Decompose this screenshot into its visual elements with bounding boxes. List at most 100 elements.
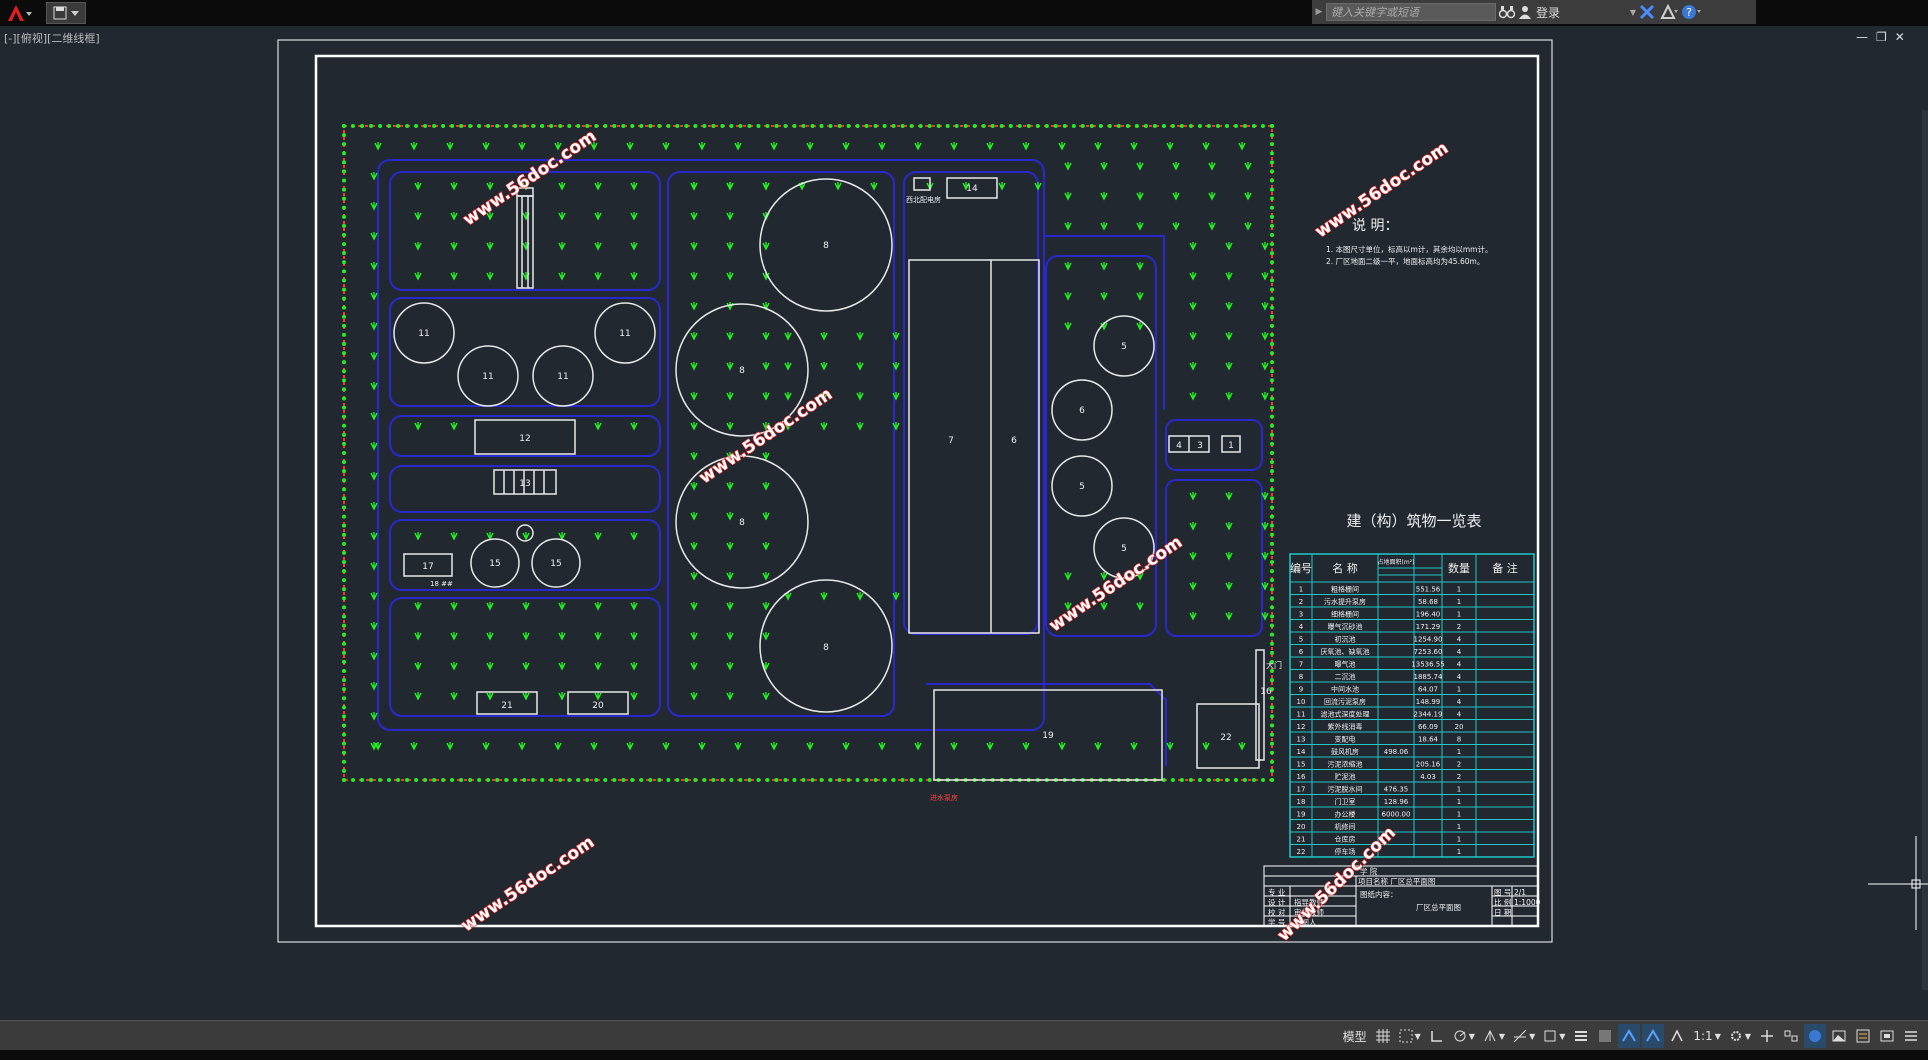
tree-mark (1136, 162, 1144, 171)
tree-mark (630, 182, 638, 191)
plus-icon[interactable] (1756, 1024, 1778, 1048)
tree-mark (370, 262, 378, 271)
greenery-dot (1270, 578, 1274, 583)
login-button[interactable]: 登录 ▼ (1518, 4, 1636, 21)
tree-mark (1225, 522, 1233, 531)
greenery-dot (711, 124, 716, 128)
clean-screen-icon[interactable] (1876, 1024, 1898, 1048)
units-icon[interactable] (1780, 1024, 1802, 1048)
help-icon[interactable]: ? (1680, 0, 1702, 24)
ortho-icon[interactable] (1426, 1024, 1448, 1048)
gear-icon[interactable]: ▼ (1726, 1024, 1754, 1048)
greenery-dot (1270, 405, 1274, 410)
application-menu-button[interactable] (2, 2, 36, 24)
tree-mark (1225, 362, 1233, 371)
greenery-dot (342, 342, 346, 346)
lineweight-icon[interactable] (1570, 1024, 1592, 1048)
tree-mark (1130, 142, 1138, 151)
tree-mark (558, 532, 566, 541)
greenery-dot (1152, 124, 1157, 128)
tree-mark (690, 392, 698, 401)
greenery-dot (342, 287, 346, 292)
greenery-dot (1270, 659, 1274, 664)
greenery-dot (342, 723, 346, 728)
greenery-dot (558, 778, 563, 782)
hardware-acceleration-icon[interactable] (1804, 1024, 1826, 1048)
table-cell: 鼓风机房 (1331, 747, 1359, 756)
table-cell: 曝气沉砂池 (1328, 622, 1363, 631)
tank-5-d (1093, 517, 1155, 579)
greenery-dot (432, 124, 437, 128)
tank-11-b (457, 345, 519, 407)
tree-mark (450, 532, 458, 541)
search-input[interactable] (1326, 3, 1496, 21)
expand-arrow-icon[interactable]: ▶ (1315, 7, 1323, 17)
table-title: 建（构）筑物一览表 (1346, 512, 1481, 530)
greenery-dot (342, 469, 346, 474)
sheet-label: 图 号 (1494, 888, 1511, 897)
greenery-dot (1270, 187, 1274, 192)
greenery-dot (810, 124, 815, 128)
tree-mark (1189, 392, 1197, 401)
minimize-icon[interactable]: — (1856, 30, 1868, 44)
tree-mark (370, 502, 378, 511)
restore-icon[interactable]: ❐ (1876, 30, 1887, 44)
greenery-dot (756, 778, 761, 782)
greenery-dot (981, 124, 986, 128)
polar-tracking-icon[interactable]: ▼ (1450, 1024, 1478, 1048)
tree-mark (1225, 302, 1233, 311)
greenery-dot (1215, 778, 1220, 782)
tree-mark (450, 692, 458, 701)
close-icon[interactable]: ✕ (1894, 30, 1905, 44)
quick-access-toolbar[interactable] (46, 2, 86, 24)
greenery-dot (729, 778, 734, 782)
tree-mark (370, 532, 378, 541)
building-17 (403, 553, 453, 577)
tree-mark (486, 602, 494, 611)
annotation-visibility-icon[interactable] (1618, 1024, 1641, 1048)
chevron-down-icon (71, 11, 79, 16)
quick-properties-icon[interactable] (1852, 1024, 1874, 1048)
taskbar-strip (0, 1050, 1928, 1060)
tree-mark (878, 742, 886, 751)
tree-mark (1136, 262, 1144, 271)
exchange-icon[interactable] (1636, 0, 1658, 24)
vertical-scrollbar[interactable] (1922, 110, 1928, 990)
snap-icon[interactable]: ▼ (1396, 1024, 1424, 1048)
greenery-dot (342, 196, 346, 201)
tree-mark (784, 392, 792, 401)
tree-mark (630, 212, 638, 221)
viewport-controls[interactable]: [-][俯视][二维线框] (4, 32, 100, 45)
grid-icon[interactable] (1372, 1024, 1394, 1048)
greenery-dot (828, 124, 833, 128)
transparency-icon[interactable] (1594, 1024, 1616, 1048)
greenery-dot (918, 778, 923, 782)
tree-mark (726, 602, 734, 611)
tank-15-b (531, 538, 581, 588)
greenery-dot (342, 596, 346, 601)
binoculars-icon[interactable] (1496, 0, 1518, 24)
greenery-dot (1270, 296, 1274, 301)
object-snap-icon[interactable]: ▼ (1540, 1024, 1568, 1048)
greenery-dot (774, 778, 779, 782)
greenery-dot (576, 124, 581, 128)
tree-mark (414, 422, 422, 431)
tree-mark (690, 632, 698, 641)
annotation-scale-icon[interactable] (1666, 1024, 1688, 1048)
tree-mark (414, 272, 422, 281)
isodraft-icon[interactable]: ▼ (1480, 1024, 1508, 1048)
drawing-canvas[interactable]: 8 8 8 8 11 11 11 11 15 15 17 5 6 5 5 7 6… (0, 26, 1928, 1036)
annotation-scale-value[interactable]: 1:1▼ (1693, 1029, 1721, 1043)
greenery-dot (423, 124, 428, 128)
model-space-button[interactable]: 模型 (1342, 1029, 1367, 1044)
object-snap-tracking-icon[interactable]: ▼ (1510, 1024, 1538, 1048)
greenery-dot (630, 124, 635, 128)
greenery-dot (1270, 487, 1274, 492)
a360-icon[interactable] (1658, 0, 1680, 24)
customization-menu-icon[interactable] (1900, 1024, 1922, 1048)
isolate-objects-icon[interactable] (1828, 1024, 1850, 1048)
table-cell: 476.35 (1384, 786, 1409, 794)
greenery-dot (792, 778, 797, 782)
annotation-autoscale-icon[interactable] (1642, 1024, 1665, 1048)
